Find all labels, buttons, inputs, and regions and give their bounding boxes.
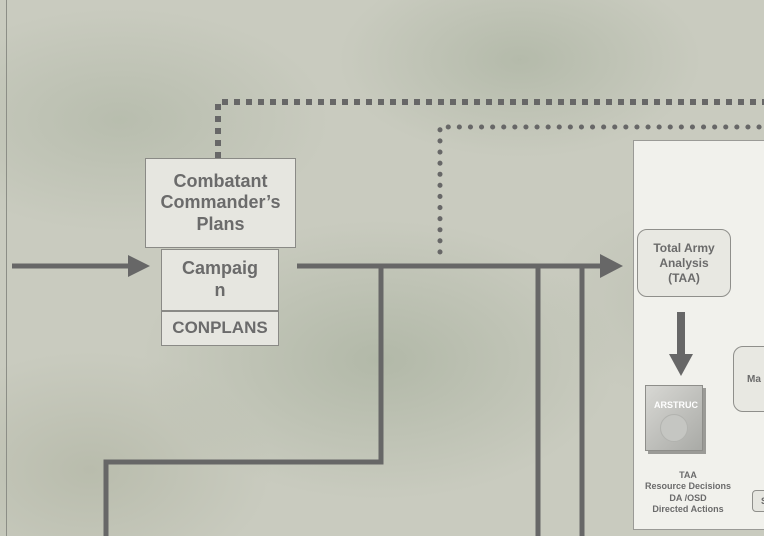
force-management-panel (633, 140, 764, 530)
army-seal-icon (660, 414, 688, 442)
branch-line-1 (103, 266, 384, 536)
ma-box: Ma (733, 346, 764, 412)
combatant-commanders-plans-box: Combatant Commander’s Plans (145, 158, 296, 248)
combatant-plans-label: Combatant Commander’s Plans (160, 170, 281, 234)
campaign-box: Campaig n (161, 249, 279, 311)
arstruc-book-image: ARSTRUC (645, 385, 703, 451)
arstruc-caption: TAA Resource Decisions DA /OSD Directed … (640, 470, 736, 515)
caption-line-directed: Directed Actions (652, 503, 724, 514)
left-divider-line (6, 0, 7, 536)
main-flow-arrow-head (600, 254, 623, 278)
input-arrow-head (128, 255, 150, 277)
ma-partial-label: Ma (747, 373, 761, 385)
campaign-label: Campaig n (181, 258, 259, 300)
partial-small-box: S (752, 490, 764, 512)
total-army-analysis-box: Total Army Analysis (TAA) (637, 229, 731, 297)
small-box-label: S (761, 496, 764, 506)
caption-line-da-osd: DA /OSD (669, 492, 707, 503)
square-dotted-connector (215, 99, 764, 158)
conplans-label: CONPLANS (172, 318, 268, 338)
caption-line-resource: Resource Decisions (644, 481, 732, 492)
caption-line-taa: TAA (679, 470, 697, 480)
arstruc-title: ARSTRUC (654, 400, 698, 410)
taa-label: Total Army Analysis (TAA) (653, 240, 715, 285)
conplans-box: CONPLANS (161, 311, 279, 346)
